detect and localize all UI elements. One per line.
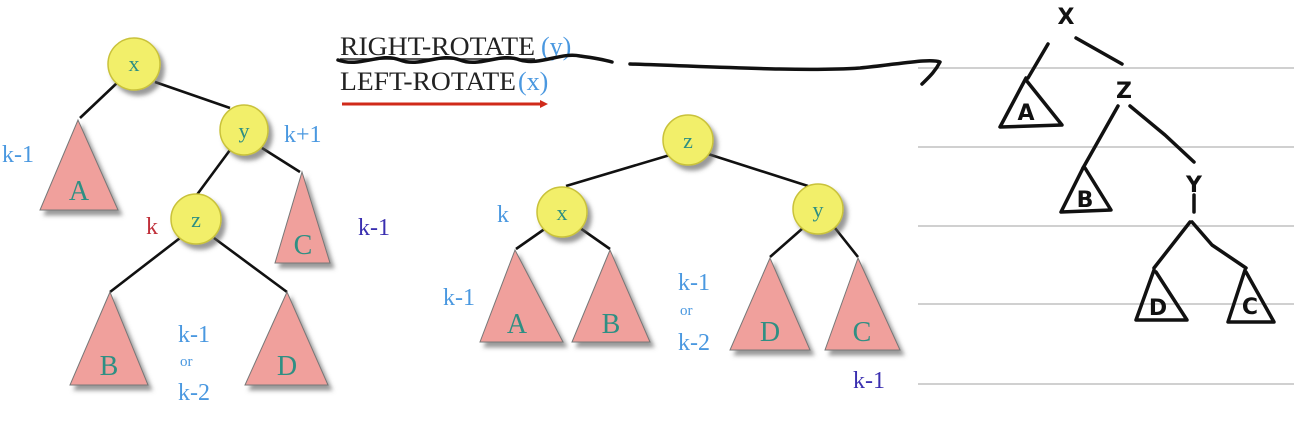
hand-node-z: Z	[1116, 79, 1132, 104]
svg-text:x: x	[129, 51, 140, 76]
rotation-title: RIGHT-ROTATE (y) LEFT-ROTATE (x)	[336, 32, 942, 108]
node-x: x	[536, 186, 588, 238]
height-D-or: or	[680, 303, 693, 319]
svg-text:D: D	[760, 317, 780, 348]
height-BD-1: k-1	[178, 322, 210, 348]
left-rotate-label: LEFT-ROTATE	[340, 67, 516, 96]
svg-text:B: B	[602, 309, 621, 340]
handwritten-tree: X A Z B Y D C	[998, 5, 1276, 324]
subtree-C: C	[274, 170, 331, 264]
svg-text:y: y	[239, 118, 250, 143]
node-y: y	[792, 183, 844, 235]
node-z: z	[170, 193, 222, 245]
pen-stroke-arrow	[628, 58, 942, 86]
hand-subtree-B: B	[1077, 188, 1094, 213]
after-tree: A B D C z x y k k-1 k-1 or k-2 k-1	[443, 114, 901, 394]
hand-subtree-C: C	[1242, 295, 1258, 320]
node-x: x	[107, 37, 161, 91]
subtree-B: B	[69, 290, 149, 386]
before-tree: A C B D x y z k-1 k+1 k k-1 k-1 or k-2	[2, 37, 390, 406]
svg-text:C: C	[853, 317, 872, 348]
height-x: k	[497, 202, 509, 228]
subtree-B: B	[571, 248, 651, 343]
svg-text:A: A	[69, 176, 90, 207]
left-rotate-arg: (x)	[518, 67, 548, 96]
svg-text:C: C	[294, 230, 313, 261]
hand-node-x: X	[1058, 5, 1075, 30]
node-y: y	[219, 104, 269, 156]
subtree-D: D	[244, 290, 329, 386]
arrow-right-icon	[342, 100, 548, 108]
height-A: k-1	[443, 285, 475, 311]
hand-node-y: Y	[1185, 173, 1203, 198]
svg-text:B: B	[100, 351, 119, 382]
subtree-A: A	[479, 248, 564, 343]
svg-text:D: D	[277, 351, 297, 382]
hand-subtree-D: D	[1149, 296, 1167, 321]
height-BD-2: k-2	[178, 380, 210, 406]
height-D-2: k-2	[678, 330, 710, 356]
height-A: k-1	[2, 142, 34, 168]
subtree-C: C	[824, 256, 901, 351]
height-z: k	[146, 214, 158, 240]
subtree-A: A	[39, 118, 119, 211]
svg-text:y: y	[813, 197, 824, 222]
height-BD-or: or	[180, 354, 193, 370]
node-z: z	[662, 114, 714, 166]
svg-text:x: x	[557, 200, 568, 225]
svg-text:z: z	[683, 128, 693, 153]
hand-subtree-A: A	[1017, 101, 1034, 126]
height-C: k-1	[358, 215, 390, 241]
height-D-1: k-1	[678, 270, 710, 296]
notebook-lines	[918, 67, 1294, 385]
height-C: k-1	[853, 368, 885, 394]
svg-text:A: A	[507, 309, 528, 340]
subtree-D: D	[729, 256, 811, 351]
height-y: k+1	[284, 122, 322, 148]
right-rotate-label: RIGHT-ROTATE	[340, 32, 535, 61]
svg-text:z: z	[191, 207, 201, 232]
